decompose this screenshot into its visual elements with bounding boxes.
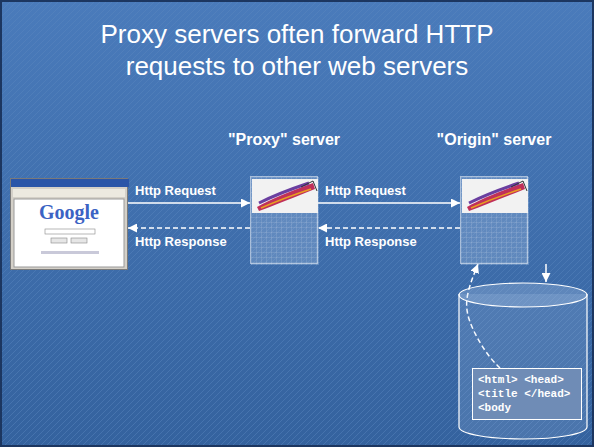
http-arrow — [128, 202, 250, 204]
server-heading: "Proxy" server — [228, 131, 340, 149]
arrow-label: Http Request — [133, 183, 218, 198]
arrow-label: Http Response — [133, 234, 229, 249]
server-heading: "Origin" server — [437, 131, 552, 149]
arrow-label: Http Request — [323, 183, 408, 198]
origin-server: "Origin" server — [460, 176, 528, 264]
google-logo: Google — [11, 201, 127, 224]
html-document: <html> <head> <title </head> <body — [472, 368, 582, 420]
arrow-label: Http Response — [323, 234, 419, 249]
proxy-server: "Proxy" server — [250, 176, 318, 264]
server-icon — [461, 177, 529, 265]
server-icon — [251, 177, 319, 265]
http-arrow — [318, 227, 460, 229]
slide-title: Proxy servers often forward HTTP request… — [60, 18, 534, 82]
html-source: <html> <head> <title </head> <body — [478, 373, 576, 415]
database-cylinder: <html> <head> <title </head> <body — [458, 282, 588, 440]
http-arrow — [545, 264, 547, 282]
browser-window: Google — [10, 178, 128, 270]
browser-chrome — [11, 179, 129, 271]
http-arrow — [318, 202, 460, 204]
http-arrow — [128, 227, 250, 229]
